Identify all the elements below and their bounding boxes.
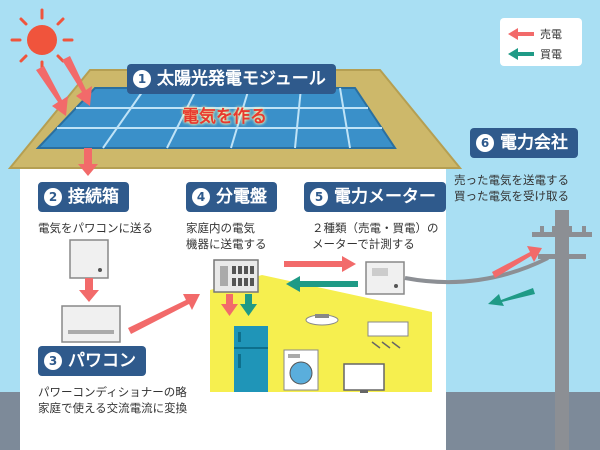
junction-box-description: 電気をパワコンに送る	[38, 221, 153, 235]
power-conditioner-icon	[61, 305, 121, 343]
legend-buy-label: 買電	[540, 48, 562, 61]
distribution-board-title: 分電盤	[216, 187, 267, 207]
ceiling-light-icon	[305, 314, 339, 326]
step-number-3: 3	[44, 352, 62, 370]
solar-module-title: 太陽光発電モジュール	[157, 69, 326, 89]
power-company-label: 6 電力会社	[470, 128, 578, 158]
step-number-5: 5	[310, 188, 328, 206]
refrigerator-icon	[234, 326, 268, 392]
power-conditioner-description-1: パワーコンディショナーの略	[38, 385, 187, 399]
step-number-6: 6	[476, 134, 494, 152]
power-conditioner-label: 3 パワコン	[38, 346, 146, 376]
power-conditioner-description-2: 家庭で使える交流電流に変換	[38, 401, 188, 415]
power-meter-icon	[365, 261, 405, 295]
power-company-title: 電力会社	[500, 133, 568, 153]
solar-panel	[35, 87, 397, 149]
legend: 売電 買電	[500, 18, 582, 66]
step-number-1: 1	[133, 70, 151, 88]
solar-module-label: 1 太陽光発電モジュール	[127, 64, 336, 94]
junction-box-title: 接続箱	[68, 187, 119, 207]
buy-flow-arrows	[240, 276, 535, 316]
solar-module-subtitle: 電気を作る	[182, 107, 267, 127]
flow-arrows	[78, 148, 542, 334]
step-number-2: 2	[44, 188, 62, 206]
power-meter-description-2: メーターで計測する	[312, 237, 415, 251]
legend-item-sell: 売電	[508, 26, 562, 42]
sunlight-arrows	[36, 56, 92, 116]
air-conditioner-icon	[367, 321, 409, 349]
washing-machine-icon	[283, 349, 319, 391]
legend-item-buy: 買電	[508, 46, 562, 62]
television-icon	[343, 363, 385, 393]
junction-box-label: 2 接続箱	[38, 182, 129, 212]
buy-arrow-icon	[508, 48, 534, 60]
distribution-board-description-1: 家庭内の電気	[186, 221, 255, 235]
power-meter-title: 電力メーター	[334, 187, 436, 207]
sell-arrow-icon	[508, 28, 534, 40]
distribution-board-description-2: 機器に送電する	[186, 237, 267, 251]
power-line	[404, 256, 549, 285]
power-meter-description-1: ２種類（売電・買電）の	[312, 221, 439, 235]
distribution-board-label: 4 分電盤	[186, 182, 277, 212]
utility-pole	[532, 210, 592, 450]
step-number-4: 4	[192, 188, 210, 206]
power-company-description-2: 買った電気を受け取る	[454, 189, 569, 203]
legend-sell-label: 売電	[540, 28, 562, 41]
power-conditioner-title: パワコン	[68, 351, 136, 371]
distribution-board-icon	[213, 259, 259, 293]
power-meter-label: 5 電力メーター	[304, 182, 446, 212]
junction-box-icon	[69, 239, 109, 279]
power-company-description-1: 売った電気を送電する	[454, 173, 569, 187]
